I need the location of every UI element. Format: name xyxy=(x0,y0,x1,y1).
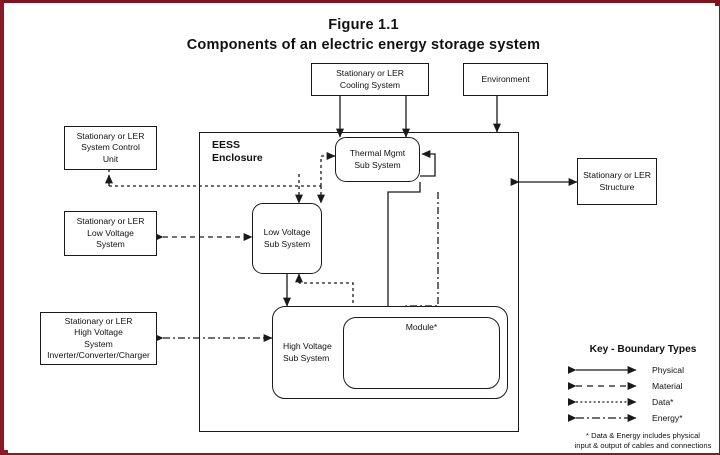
legend-item-physical: Physical xyxy=(568,362,718,378)
legend-footnote: * Data & Energy includes physical input … xyxy=(574,431,712,450)
box-cooling-system-label: Stationary or LER Cooling System xyxy=(336,68,404,90)
legend-label-physical: Physical xyxy=(652,365,684,375)
box-environment[interactable]: Environment xyxy=(463,63,548,96)
eess-enclosure-label: EESS Enclosure xyxy=(212,139,263,164)
box-system-control-unit[interactable]: Stationary or LER System Control Unit xyxy=(64,126,157,170)
legend-line-physical-icon xyxy=(568,364,644,376)
box-thermal-mgmt-sub-system-label: Thermal Mgmt Sub System xyxy=(349,148,406,170)
document-page: Figure 1.1 Components of an electric ene… xyxy=(8,6,719,453)
box-system-control-unit-label: Stationary or LER System Control Unit xyxy=(76,130,145,164)
legend-line-material-icon xyxy=(568,380,644,392)
box-stationary-low-voltage-system-label: Stationary or LER Low Voltage System xyxy=(76,216,145,250)
eess-enclosure-boundary xyxy=(199,132,519,432)
box-thermal-mgmt-sub-system[interactable]: Thermal Mgmt Sub System xyxy=(335,137,420,182)
legend-label-material: Material xyxy=(652,381,683,391)
figure-number: Figure 1.1 xyxy=(328,17,399,33)
box-low-voltage-sub-system[interactable]: Low Voltage Sub System xyxy=(252,203,322,274)
box-stationary-high-voltage-system-label: Stationary or LER High Voltage System In… xyxy=(47,315,150,360)
figure-title: Components of an electric energy storage… xyxy=(186,37,541,53)
legend-line-energy-icon xyxy=(568,412,644,424)
legend-label-data: Data* xyxy=(652,397,674,407)
legend-item-material: Material xyxy=(568,378,718,394)
legend-label-energy: Energy* xyxy=(652,413,683,423)
box-environment-label: Environment xyxy=(481,73,530,84)
box-high-voltage-sub-system-label: High Voltage Sub System xyxy=(283,341,332,363)
box-stationary-low-voltage-system[interactable]: Stationary or LER Low Voltage System xyxy=(64,211,157,256)
legend: Key - Boundary Types xyxy=(568,344,718,450)
legend-line-data-icon xyxy=(568,396,644,408)
box-structure-label: Stationary or LER Structure xyxy=(583,170,651,192)
legend-title: Key - Boundary Types xyxy=(589,344,697,355)
box-structure[interactable]: Stationary or LER Structure xyxy=(577,158,657,205)
box-stationary-high-voltage-system[interactable]: Stationary or LER High Voltage System In… xyxy=(40,312,157,365)
legend-item-data: Data* xyxy=(568,394,718,410)
box-cooling-system[interactable]: Stationary or LER Cooling System xyxy=(311,63,429,96)
legend-item-energy: Energy* xyxy=(568,410,718,426)
box-low-voltage-sub-system-label: Low Voltage Sub System xyxy=(263,227,311,249)
connector-layer xyxy=(105,95,578,342)
box-module-label: Module* xyxy=(405,322,438,332)
box-module[interactable]: Module* xyxy=(343,317,500,389)
